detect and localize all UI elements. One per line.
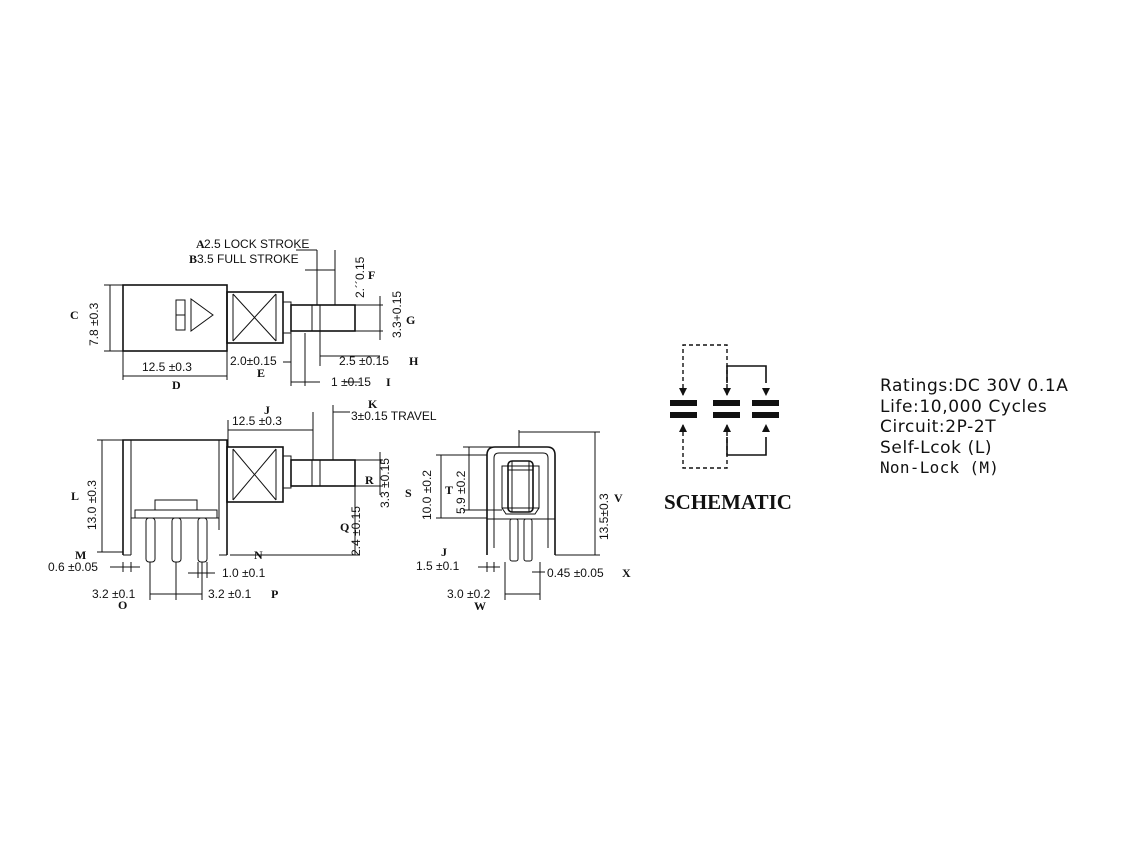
travel-dim: 3±0.15 TRAVEL (351, 409, 437, 423)
stem-height-dim: 3.3+0.15 (390, 291, 404, 338)
front-pin-thickness-dim: 0.45 ±0.05 (547, 566, 604, 580)
stem-offset-letter: Q (340, 520, 349, 534)
side-stem-height-dim: 3.3 ±0.15 (378, 458, 392, 508)
step-letter: I (386, 375, 391, 389)
top-stem (290, 304, 356, 332)
stem-length-letter: H (409, 354, 419, 368)
inner-height-dim: 5.9 ±0.2 (454, 470, 468, 514)
self-lock-line: Self-Lcok (L) (880, 437, 993, 458)
schematic-diagram (670, 344, 779, 469)
non-lock-line: Non-Lock (M) (880, 458, 1000, 477)
pin-width-dim: 1.0 ±0.1 (222, 566, 266, 580)
body-length-dim: 12.5 ±0.3 (142, 360, 192, 374)
front-pins (509, 518, 533, 562)
stem-top-dim: 2.´´0.15 (353, 256, 367, 298)
ratings-line: Ratings:DC 30V 0.1A (880, 376, 1069, 396)
total-height-letter: V (614, 491, 623, 505)
contact-bars (670, 400, 779, 418)
full-stroke-label: 3.5 FULL STROKE (197, 252, 299, 266)
pitch-left-dim: 3.2 ±0.1 (92, 587, 136, 601)
lock-stroke-label: 2.5 LOCK STROKE (204, 237, 309, 251)
front-stem (507, 460, 534, 513)
body-height-letter: C (70, 308, 79, 322)
outer-height-letter: S (405, 486, 412, 500)
pin-thickness-dim: 0.6 ±0.05 (48, 560, 98, 574)
arrow-mark-icon (175, 298, 214, 332)
top-body (122, 284, 228, 352)
pitch-right-dim: 3.2 ±0.1 (208, 587, 252, 601)
pitch-right-letter: P (271, 587, 278, 601)
side-body (122, 439, 228, 555)
body-height-dim: 7.8 ±0.3 (87, 302, 101, 346)
front-width-letter: W (474, 599, 486, 613)
front-frame (486, 446, 556, 555)
step-dim: 1 ±0.15 (331, 375, 371, 389)
specs-block: Ratings:DC 30V 0.1A Life:10,000 Cycles C… (880, 376, 1130, 479)
full-stroke-letter: B (189, 252, 197, 266)
stem-top-letter: F (368, 268, 375, 282)
stem-offset-dim: 2.4 ±0.15 (349, 506, 363, 556)
collar-dim: 2.0±0.15 (230, 354, 277, 368)
schematic-title: SCHEMATIC (664, 490, 792, 514)
inner-height-letter: T (445, 483, 453, 497)
travel-letter: K (368, 397, 378, 411)
side-height-dim: 13.0 ±0.3 (85, 480, 99, 530)
outer-height-dim: 10.0 ±0.2 (420, 470, 434, 520)
front-pin-thickness-letter: X (622, 566, 631, 580)
lock-stroke-letter: A (196, 237, 205, 251)
circuit-line: Circuit:2P-2T (880, 417, 997, 437)
side-stem-height-letter: R (365, 473, 374, 487)
side-stem (290, 459, 356, 487)
total-height-dim: 13.5±0.3 (597, 493, 611, 540)
life-line: Life:10,000 Cycles (880, 396, 1048, 417)
pin-thickness-letter: M (75, 548, 86, 562)
front-width-dim: 3.0 ±0.2 (447, 587, 491, 601)
pin-width-letter: N (254, 548, 263, 562)
front-view: 10.0 ±0.2 S 5.9 ±0.2 T J 1.5 ±0.1 0.45 ±… (405, 430, 631, 613)
top-view: A 2.5 LOCK STROKE B 3.5 FULL STROKE C 7.… (70, 237, 419, 392)
collar-letter: E (257, 366, 265, 380)
stem-height-letter: G (406, 313, 415, 327)
body-length-letter: D (172, 378, 181, 392)
front-pitch-letter: J (441, 545, 447, 559)
side-height-letter: L (71, 489, 79, 503)
side-length-dim: 12.5 ±0.3 (232, 414, 282, 428)
side-length-letter: J (264, 403, 270, 417)
pitch-left-letter: O (118, 598, 127, 612)
stem-length-dim: 2.5 ±0.15 (339, 354, 389, 368)
front-pitch-dim: 1.5 ±0.1 (416, 559, 460, 573)
side-view: J 12.5 ±0.3 K 3±0.15 TRAVEL L 13.0 ±0.3 … (48, 397, 437, 612)
side-pins (145, 517, 208, 563)
